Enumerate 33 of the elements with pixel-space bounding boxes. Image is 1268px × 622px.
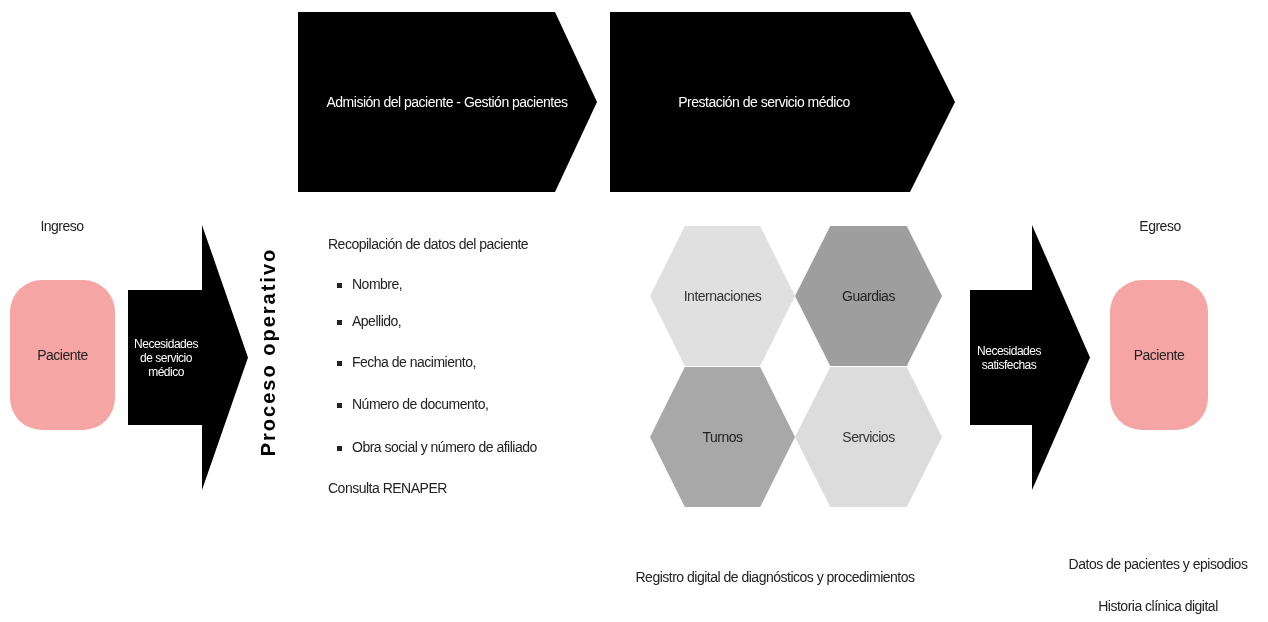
arrow-shape: [128, 225, 248, 490]
list-item: Fecha de nacimiento,: [352, 354, 476, 370]
node-label: Turnos: [702, 429, 743, 445]
hexagon: [650, 226, 795, 366]
stage-label: Ingreso: [39, 218, 85, 234]
text-label: Datos de pacientes y episodios: [1067, 556, 1249, 572]
node-label: Paciente: [37, 347, 88, 363]
stage-label: Egreso: [1138, 218, 1182, 234]
list-item: Número de documento,: [352, 396, 489, 412]
rounded-box: [1110, 280, 1208, 430]
node-label: Necesidades satisfechas: [976, 343, 1042, 372]
vertical-heading: Proceso operativo: [256, 247, 280, 457]
node-label: Paciente: [1133, 347, 1185, 363]
rounded-box: [10, 280, 115, 430]
node-label: Servicios: [842, 429, 895, 445]
list-item: Obra social y número de afiliado: [352, 439, 537, 455]
list-item: Apellido,: [352, 313, 402, 329]
node-label: Guardias: [842, 288, 895, 304]
node-label: Prestación de servicio médico: [678, 94, 850, 110]
hexagon: [795, 226, 942, 366]
text-label: Registro digital de diagnósticos y procedimientos: [634, 569, 916, 585]
text-label: Recopilación de datos del paciente: [328, 236, 529, 252]
chevron-shape: [610, 12, 955, 192]
hexagon: [650, 367, 795, 507]
node-label: Internaciones: [683, 288, 762, 304]
chevron-shape: [298, 12, 597, 192]
text-label: Historia clínica digital: [1097, 598, 1219, 614]
arrow-shape: [970, 225, 1090, 490]
node-label: Admisión del paciente - Gestión pacientes: [326, 94, 568, 110]
text-label: Consulta RENAPER: [328, 480, 447, 496]
hexagon: [795, 367, 942, 507]
node-label: Necesidades de servicio médico: [133, 336, 199, 379]
list-item: Nombre,: [352, 276, 403, 292]
